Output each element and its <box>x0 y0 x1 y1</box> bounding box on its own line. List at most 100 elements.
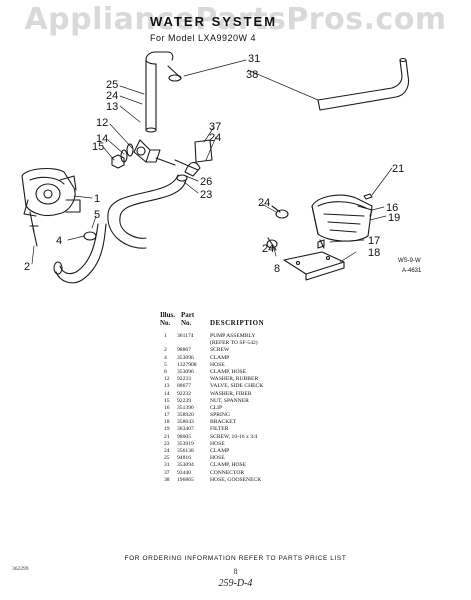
part-description: CLIP <box>210 404 223 411</box>
part-illus-no: 4 <box>164 354 167 361</box>
diagram-title: WATER SYSTEM <box>150 14 278 29</box>
part-illus-no: 25 <box>164 455 170 462</box>
part-illus-no: 13 <box>164 383 170 390</box>
part-illus-no: 5 <box>164 361 167 368</box>
callout-16: 16 <box>386 202 398 214</box>
header-part-no: No. <box>181 319 192 327</box>
part-description: HOSE <box>210 361 225 368</box>
callout-26: 26 <box>200 176 212 188</box>
part-description: WASHER, FIBER <box>210 390 252 397</box>
callout-24c: 24 <box>258 197 270 209</box>
part-illus-no: 16 <box>164 404 170 411</box>
callout-38: 38 <box>246 69 258 81</box>
part-number: 358643 <box>177 419 194 426</box>
part-description: (REFER TO SF-542) <box>210 340 258 347</box>
part-illus-no: 23 <box>164 440 170 447</box>
table-row: 15 92239 NUT, SPANNER <box>160 398 390 405</box>
screw-21 <box>363 193 373 200</box>
part-number: 88677 <box>177 383 191 390</box>
part-illus-no: 19 <box>164 426 170 433</box>
part-number: 92239 <box>177 397 191 404</box>
part-number: 92233 <box>177 376 191 383</box>
callout-15: 15 <box>92 141 104 153</box>
callout-23: 23 <box>200 189 212 201</box>
hose-23 <box>107 174 188 249</box>
screw-2 <box>29 225 39 247</box>
part-number: 94816 <box>177 455 191 462</box>
part-description: SCREW <box>210 347 230 354</box>
clamp-4 <box>83 231 97 241</box>
header-part: Part <box>181 311 195 319</box>
ordering-footer: FOR ORDERING INFORMATION REFER TO PARTS … <box>124 555 347 562</box>
table-row: 37 93440 CONNECTOR <box>160 470 390 477</box>
connector-37 <box>174 139 213 177</box>
part-illus-no: 15 <box>164 397 170 404</box>
part-description: HOSE <box>210 440 225 447</box>
exploded-parts-diagram: 31 38 25 24 13 12 14 15 37 24 26 23 21 1… <box>21 51 422 284</box>
part-description: NUT, SPANNER <box>210 397 249 404</box>
part-description: CLAMP, HOSE <box>210 368 247 375</box>
part-number: 353096 <box>177 368 194 375</box>
table-row: 25 94816 HOSE <box>160 455 390 462</box>
table-row: (REFER TO SF-542) <box>160 340 390 347</box>
part-description: CONNECTOR <box>210 469 245 476</box>
page-mark: 8 <box>233 567 238 576</box>
part-illus-no: 24 <box>164 448 170 454</box>
bracket-18 <box>283 251 345 281</box>
callout-17: 17 <box>368 235 380 247</box>
clamp-31 <box>167 65 182 82</box>
part-number: 196865 <box>177 476 194 483</box>
part-description: FILTER <box>210 426 229 433</box>
callout-14: 14 <box>96 133 108 145</box>
parts-list-header: Illus. No. Part No. DESCRIPTION <box>160 311 390 333</box>
callout-4: 4 <box>56 235 62 247</box>
part-illus-no: 21 <box>164 433 170 440</box>
part-illus-no: 17 <box>164 412 170 419</box>
handwritten-note: 259-D-4 <box>218 578 253 589</box>
watermark: AppliancePartsPros.com <box>24 2 447 37</box>
header-no: No. <box>160 319 171 327</box>
callout-21: 21 <box>392 163 404 175</box>
part-number: 356138 <box>177 448 194 454</box>
table-row: 16 351396 CLIP <box>160 405 390 412</box>
clamp-24-upper <box>271 205 289 219</box>
part-illus-no: 38 <box>164 476 170 483</box>
part-number: 92232 <box>177 390 191 397</box>
part-illus-no: 2 <box>164 347 167 354</box>
part-number: 358920 <box>177 412 194 419</box>
washer-12 <box>126 143 134 157</box>
callout-8: 8 <box>274 263 280 275</box>
pump-assembly-1 <box>21 167 81 233</box>
part-illus-no: 31 <box>164 462 170 469</box>
part-number: 353919 <box>177 440 194 447</box>
valve-side-check-13 <box>133 139 176 166</box>
header-illus: Illus. <box>160 311 175 319</box>
part-number: 361174 <box>177 333 194 339</box>
part-illus-no: 18 <box>164 419 170 426</box>
callout-19: 19 <box>388 212 400 224</box>
part-illus-no: 37 <box>164 469 170 476</box>
hose-5 <box>53 223 107 284</box>
part-description: HOSE <box>210 455 225 462</box>
part-description: SCREW, 10-16 x 3/4 <box>210 433 258 440</box>
part-illus-no: 12 <box>164 376 170 383</box>
part-description: CLAMP, HOSE <box>210 462 247 469</box>
callout-2: 2 <box>24 261 30 273</box>
part-number: 353096 <box>177 354 194 361</box>
part-number: 351396 <box>177 404 194 411</box>
callout-1: 1 <box>94 193 100 205</box>
part-number: 93440 <box>177 469 191 476</box>
